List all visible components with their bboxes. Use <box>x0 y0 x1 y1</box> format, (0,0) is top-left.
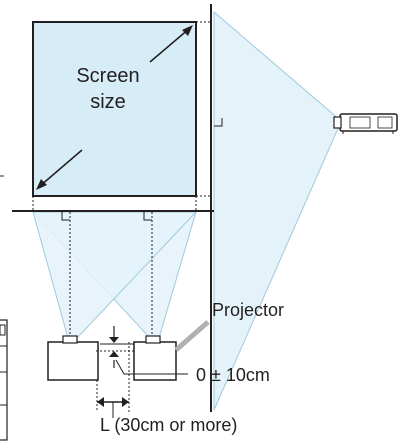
offset-arrow-lower-head <box>109 351 119 357</box>
projector-label: Projector <box>212 300 284 320</box>
projector-pointer <box>174 320 210 352</box>
offset-label: 0 ± 10cm <box>196 365 270 385</box>
size-arrow-lower-head <box>36 179 47 190</box>
left-edge-panel <box>0 319 8 441</box>
screen-rectangle <box>32 21 197 197</box>
right-right-angle-marker <box>143 212 152 221</box>
size-arrow-lower <box>39 149 83 187</box>
distance-label: L (30cm or more) <box>100 415 237 435</box>
screen-size-label-line1: Screen <box>76 65 139 87</box>
size-arrow-upper-head <box>182 25 193 36</box>
left-right-angle-marker <box>61 212 70 221</box>
offset-leader-line <box>115 359 188 375</box>
distance-arrow-left-head <box>97 397 104 407</box>
left-edge-panel-button <box>0 324 6 336</box>
offset-arrow-upper-head <box>109 337 119 343</box>
right-projector <box>96 335 177 381</box>
screen-size-label-line2: size <box>90 91 126 113</box>
side-projector-beam <box>213 10 341 411</box>
side-right-angle-marker <box>214 118 223 127</box>
size-arrow-upper <box>149 27 191 63</box>
side-projector <box>333 113 398 134</box>
distance-arrow-right-head <box>122 397 129 407</box>
left-projector <box>47 335 99 381</box>
